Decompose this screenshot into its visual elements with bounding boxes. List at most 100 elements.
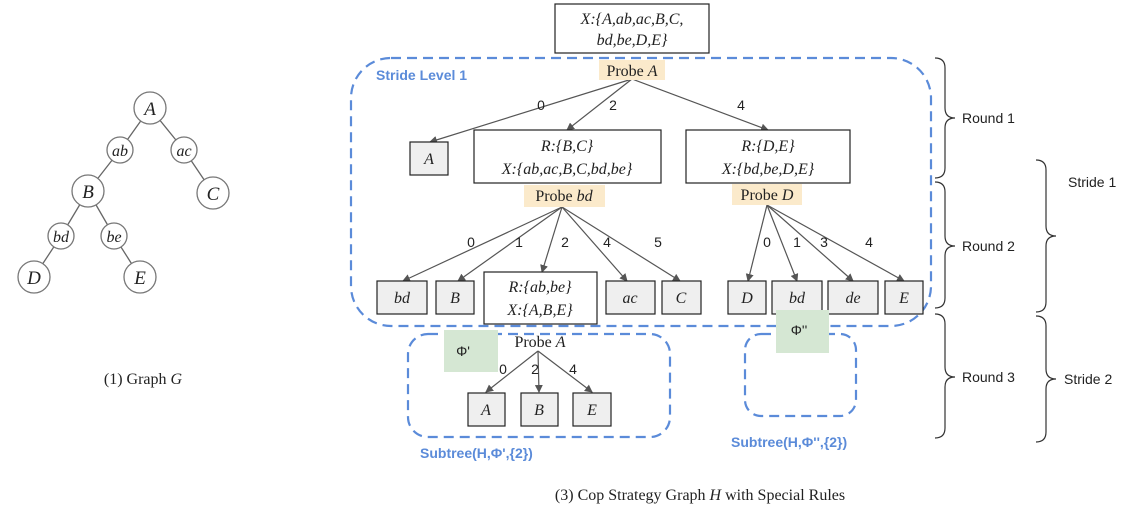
- edge-label: 0: [499, 361, 507, 377]
- phi1-label: Φ': [456, 343, 470, 359]
- subtree-leaf-E-label: E: [586, 402, 597, 419]
- node-ac-circle: [170, 136, 198, 164]
- edge-probesub-E: [537, 350, 593, 393]
- brace-round-2: [934, 181, 956, 309]
- edge-probeD-E: [766, 204, 905, 282]
- edge-label: 0: [467, 234, 475, 250]
- leaf-bd-right-level2-label: bd: [789, 290, 806, 307]
- edge-label: 0: [763, 234, 771, 250]
- node-C-circle: [196, 176, 230, 210]
- subtree-leaf-B-label: B: [534, 402, 544, 419]
- node-B-label: B: [82, 182, 94, 203]
- right-box-level1: [685, 129, 851, 184]
- root-box-line1: X:{A,ab,ac,B,C,: [580, 11, 684, 28]
- edge-probebd-midbox: [540, 206, 563, 273]
- leaf-E-level2: [884, 280, 924, 315]
- leaf-C-level2-label: C: [676, 290, 687, 307]
- edge-probesub-A: [485, 350, 539, 393]
- leaf-de-level2-label: de: [845, 290, 860, 307]
- right-box-line2: X:{bd,be,D,E}: [721, 161, 815, 178]
- subtree-leaf-A-label: A: [480, 402, 491, 419]
- probe-root-label: Probe A: [606, 63, 657, 80]
- probe-bd-highlight: [524, 185, 605, 207]
- edge-label: 2: [561, 234, 569, 250]
- brace-stride-1: [1035, 159, 1057, 313]
- probe-D-highlight: [732, 184, 802, 205]
- leaf-E-level2-label: E: [898, 290, 909, 307]
- edge-probeD-de: [766, 204, 854, 282]
- caption-graph-g: (1) Graph G: [104, 371, 183, 388]
- leaf-B-level2: [435, 280, 475, 315]
- edge-probebd-C: [561, 206, 681, 282]
- graph-g: [33, 107, 214, 278]
- caption-graph-h: (3) Cop Strategy Graph H with Special Ru…: [555, 487, 845, 504]
- node-bd-circle: [47, 222, 75, 250]
- edge-probeA-midbox: [566, 78, 633, 131]
- leaf-C-level2: [661, 280, 702, 315]
- mid-box-line2: X:{ab,ac,B,C,bd,be}: [501, 161, 633, 178]
- leaf-D-level2-label: D: [740, 290, 753, 307]
- edge-probeA-leafA: [429, 78, 633, 144]
- subtree-phi1-region: [406, 332, 672, 439]
- probe-bd-label: Probe bd: [535, 188, 593, 205]
- brace-round-1: [934, 57, 956, 179]
- stride-level-1-region: [349, 56, 933, 328]
- node-be-label: be: [106, 229, 121, 246]
- edge-label: 3: [820, 234, 828, 250]
- edge-label: 2: [609, 97, 617, 113]
- leaf-A-level1-label: A: [423, 151, 434, 168]
- leaf-bd-right-level2: [771, 280, 823, 315]
- edge-probebd-B: [457, 206, 563, 282]
- probe-root-highlight: [599, 60, 665, 80]
- leaf-de-level2: [827, 280, 879, 315]
- leaf-ac-level2-label: ac: [622, 290, 637, 307]
- graph-h-edges: [402, 78, 905, 393]
- leaf-B-level2-label: B: [450, 290, 460, 307]
- edge-label: 4: [569, 361, 577, 377]
- subtree1-label: Subtree(H,Φ',{2}): [420, 445, 533, 461]
- probe-D-label: Probe D: [741, 187, 794, 204]
- phi2-box: [776, 310, 829, 353]
- edge-label: 2: [531, 361, 539, 377]
- subtree-leaf-A: [467, 392, 506, 427]
- leaf-A-level1: [409, 141, 449, 176]
- node-D-label: D: [26, 268, 41, 289]
- node-D-circle: [17, 260, 51, 294]
- edge-label: 4: [865, 234, 873, 250]
- round-2-label: Round 2: [962, 238, 1015, 254]
- mid-box-level1: [473, 129, 662, 184]
- probe-sub-label: Probe A: [514, 334, 565, 351]
- node-ab-label: ab: [112, 143, 128, 160]
- node-C-label: C: [207, 184, 220, 205]
- mid-box-level2-line2: X:{A,B,E}: [506, 302, 573, 319]
- stride-level-label: Stride Level 1: [376, 67, 467, 83]
- node-A-circle: [133, 91, 167, 125]
- edge-label: 1: [515, 234, 523, 250]
- brace-stride-2: [1035, 315, 1057, 443]
- leaf-bd-level2: [376, 280, 428, 315]
- edge-probeD-bd: [766, 204, 799, 282]
- phi2-label: Φ'': [791, 322, 808, 338]
- subtree2-label: Subtree(H,Φ'',{2}): [731, 434, 847, 450]
- leaf-ac-level2: [605, 280, 656, 315]
- subtree-leaf-B: [520, 392, 559, 427]
- right-box-line1: R:{D,E}: [740, 138, 795, 155]
- node-E-circle: [123, 260, 157, 294]
- stride-1-label: Stride 1: [1068, 174, 1116, 190]
- edge-probeA-rightbox: [631, 78, 769, 132]
- node-E-label: E: [133, 268, 146, 289]
- round-1-label: Round 1: [962, 110, 1015, 126]
- mid-box-line1: R:{B,C}: [540, 138, 594, 155]
- brace-round-3: [934, 313, 956, 439]
- node-ac-label: ac: [176, 143, 191, 160]
- node-ab-circle: [106, 136, 134, 164]
- leaf-D-level2: [727, 280, 767, 315]
- node-be-circle: [100, 222, 128, 250]
- edge-label: 4: [603, 234, 611, 250]
- mid-box-level2: [483, 271, 598, 325]
- edge-probesub-B: [534, 350, 543, 393]
- round-3-label: Round 3: [962, 369, 1015, 385]
- mid-box-level2-line1: R:{ab,be}: [508, 279, 573, 296]
- edge-probebd-bd: [402, 206, 563, 282]
